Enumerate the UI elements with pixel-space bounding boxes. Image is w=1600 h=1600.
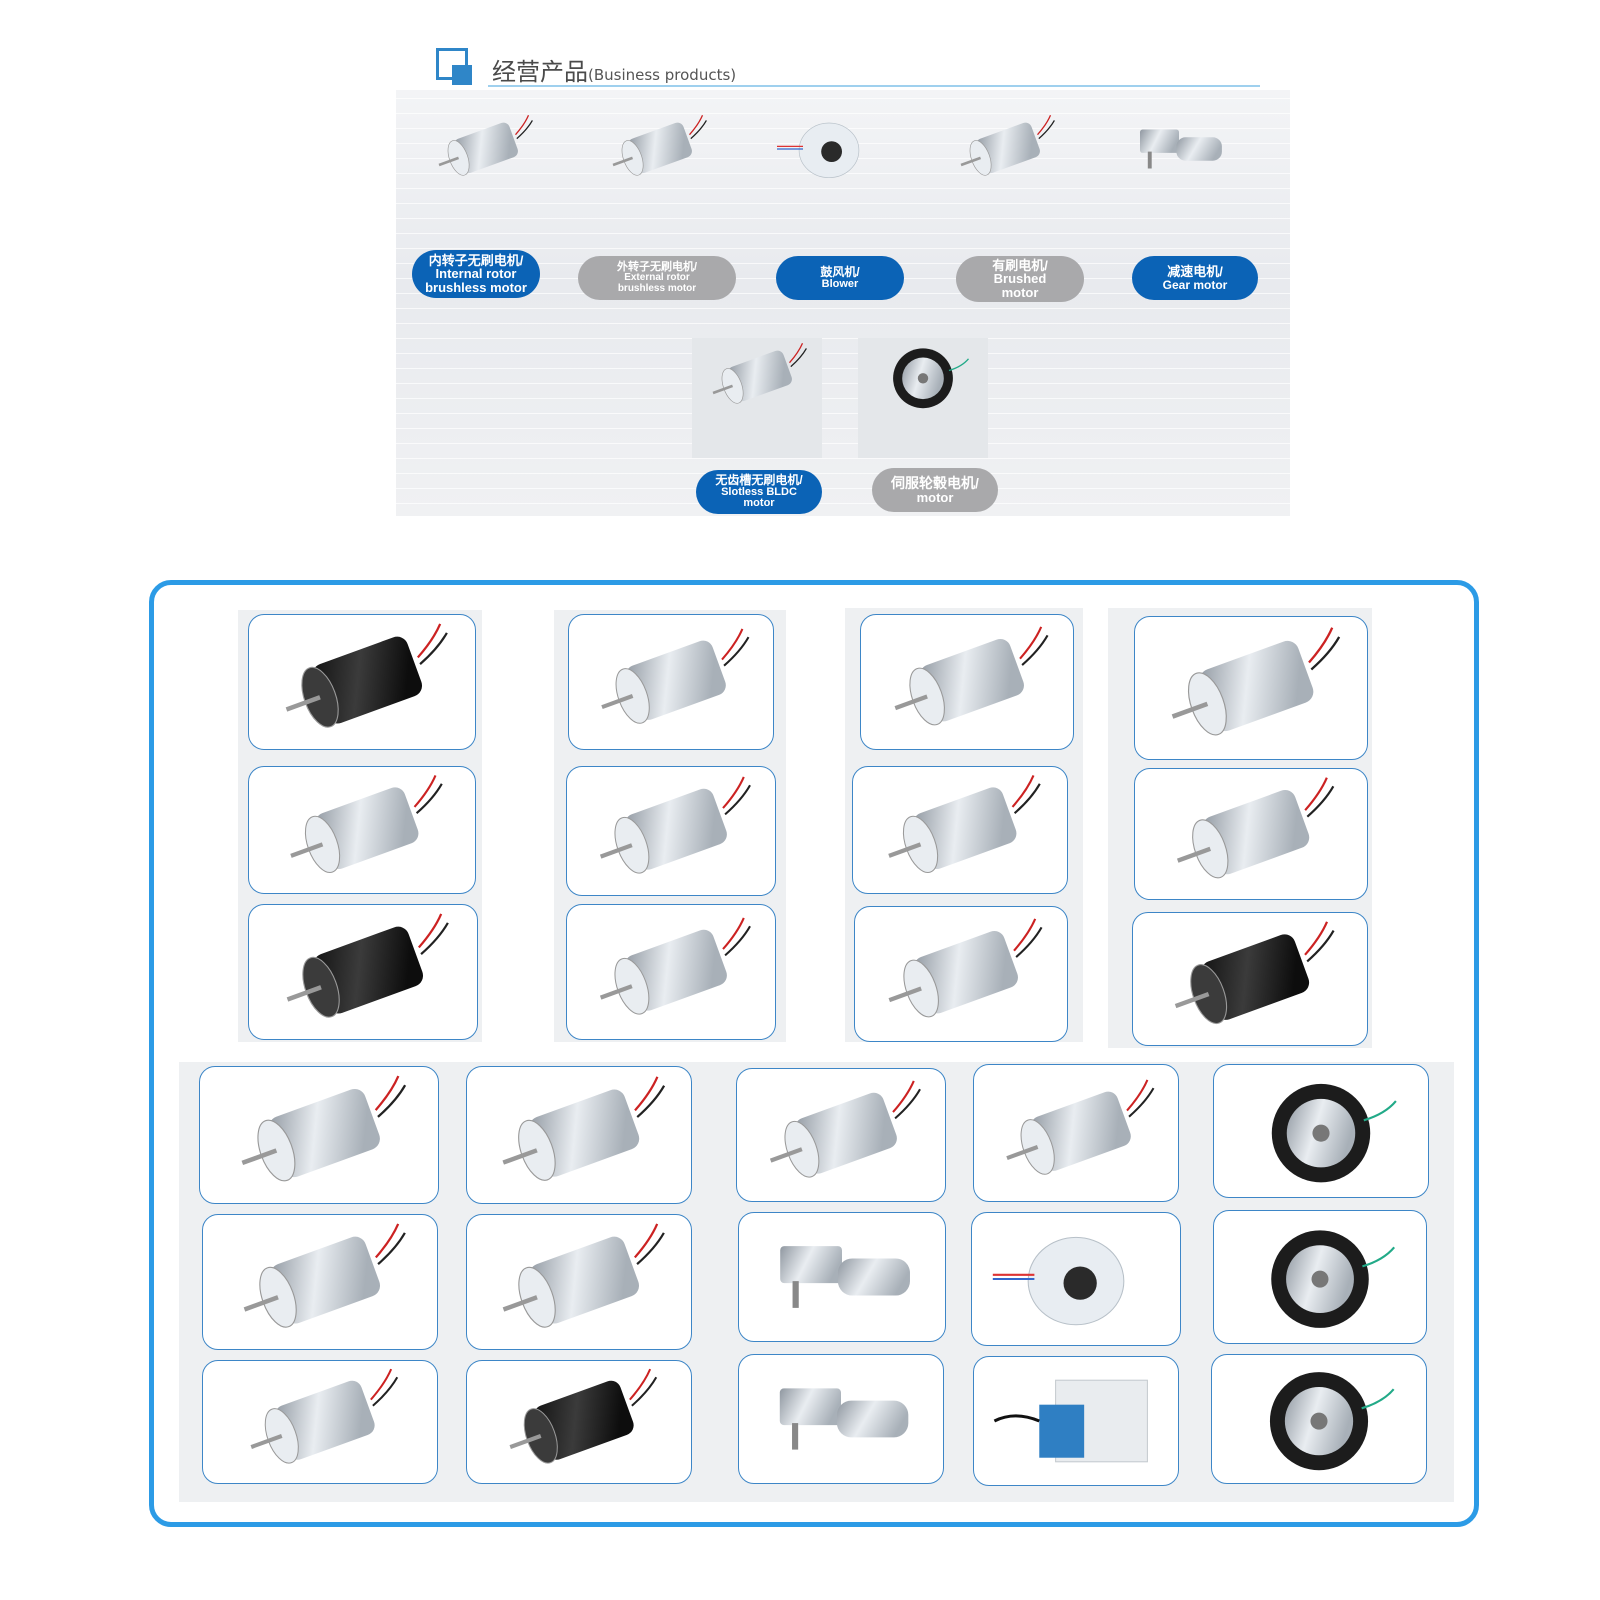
- motor-photo-icon: [1006, 1079, 1155, 1175]
- motor-photo-icon: [285, 623, 448, 728]
- gallery-product-card-10[interactable]: [1134, 616, 1368, 760]
- gallery-product-card-26[interactable]: [973, 1356, 1179, 1486]
- product-label-line: Blower: [821, 277, 859, 290]
- gallery-product-card-7[interactable]: [860, 614, 1074, 750]
- outer-rotor-motor-icon: [612, 114, 707, 176]
- product-label-line: motor: [743, 497, 775, 510]
- motor-photo-icon: [601, 628, 750, 724]
- gallery-product-card-9[interactable]: [854, 906, 1068, 1042]
- gallery-product-card-21[interactable]: [971, 1212, 1181, 1346]
- hub-motor-icon: [893, 348, 969, 409]
- gallery-product-card-25[interactable]: [738, 1354, 944, 1484]
- slotless-motor-icon: [712, 342, 807, 404]
- product-label-line: brushless motor: [425, 279, 527, 295]
- product-label-line: 外转子无刷电机/: [616, 260, 698, 273]
- gallery-product-card-2[interactable]: [248, 766, 476, 894]
- product-label-line: Brushed: [993, 271, 1047, 287]
- product-label-button-3[interactable]: 鼓风机/Blower: [776, 256, 904, 300]
- motor-photo-icon: [502, 1076, 666, 1181]
- motor-photo-icon: [243, 1223, 406, 1328]
- gallery-product-card-8[interactable]: [852, 766, 1068, 894]
- motor-photo-icon: [1171, 627, 1341, 736]
- motor-photo-icon: [599, 917, 751, 1015]
- motor-photo-icon: [1269, 1372, 1395, 1471]
- gallery-product-card-4[interactable]: [568, 614, 774, 750]
- product-label-line: brushless motor: [617, 282, 697, 294]
- motor-photo-icon: [769, 1080, 921, 1178]
- motor-photo-icon: [1271, 1230, 1396, 1328]
- product-label-button-5[interactable]: 减速电机/Gear motor: [1132, 256, 1258, 300]
- section-title-en: (Business products): [588, 66, 737, 84]
- gallery-product-card-22[interactable]: [1213, 1210, 1427, 1344]
- product-label-line: Gear motor: [1162, 277, 1228, 292]
- product-label-line: 减速电机/: [1167, 263, 1223, 279]
- gallery-product-card-3[interactable]: [248, 904, 478, 1040]
- gallery-product-card-27[interactable]: [1211, 1354, 1427, 1484]
- motor-photo-icon: [894, 626, 1049, 726]
- product-label-line: 伺服轮毂电机/: [891, 474, 979, 491]
- motor-photo-icon: [1271, 1083, 1397, 1183]
- gallery-product-card-11[interactable]: [1134, 768, 1368, 900]
- gallery-product-card-1[interactable]: [248, 614, 476, 750]
- gallery-product-card-20[interactable]: [738, 1212, 946, 1342]
- motor-photo-icon: [888, 774, 1041, 873]
- motor-photo-icon: [1176, 777, 1335, 879]
- product-label-line: 内转子无刷电机/: [428, 252, 524, 268]
- product-label-line: motor: [916, 489, 954, 505]
- gear-motor-icon: [1140, 129, 1222, 169]
- gallery-product-card-17[interactable]: [1213, 1064, 1429, 1198]
- gallery-product-card-5[interactable]: [566, 766, 776, 896]
- title-underline: [488, 85, 1260, 87]
- motor-photo-icon: [250, 1368, 399, 1464]
- section-title: 经营产品(Business products): [492, 52, 736, 87]
- gallery-product-card-12[interactable]: [1132, 912, 1368, 1046]
- motor-photo-icon: [779, 1388, 909, 1450]
- product-label-button-7[interactable]: 伺服轮毂电机/motor: [872, 468, 998, 512]
- motor-photo-icon: [599, 776, 751, 874]
- product-label-line: Internal rotor: [435, 266, 517, 282]
- inner-rotor-motor-icon: [438, 114, 533, 176]
- product-label-line: 有刷电机/: [992, 257, 1048, 273]
- motor-photo-icon: [780, 1246, 910, 1308]
- motor-photo-icon: [241, 1075, 407, 1182]
- brushed-motor-icon: [960, 114, 1055, 176]
- motor-photo-icon: [1174, 921, 1335, 1025]
- gallery-product-card-16[interactable]: [973, 1064, 1179, 1202]
- gallery-product-card-18[interactable]: [202, 1214, 438, 1350]
- gallery-product-card-23[interactable]: [202, 1360, 438, 1484]
- gallery-product-card-13[interactable]: [199, 1066, 439, 1204]
- motor-photo-icon: [502, 1223, 665, 1328]
- gallery-product-card-19[interactable]: [466, 1214, 692, 1350]
- gallery-product-card-6[interactable]: [566, 904, 776, 1040]
- product-label-line: Slotless BLDC: [721, 485, 797, 498]
- gallery-product-card-15[interactable]: [736, 1068, 946, 1202]
- section-title-cn: 经营产品: [492, 58, 588, 86]
- motor-photo-icon: [993, 1379, 1148, 1463]
- gallery-product-card-14[interactable]: [466, 1066, 692, 1204]
- motor-photo-icon: [290, 774, 443, 873]
- motor-photo-icon: [286, 913, 449, 1018]
- product-label-line: 鼓风机/: [820, 264, 860, 279]
- gallery-product-card-24[interactable]: [466, 1360, 692, 1484]
- blower-icon: [777, 122, 860, 178]
- product-label-line: External rotor: [624, 272, 690, 284]
- motor-photo-icon: [888, 918, 1043, 1018]
- section-icon: [436, 48, 476, 88]
- motor-photo-icon: [992, 1236, 1125, 1326]
- product-label-line: motor: [1001, 284, 1039, 300]
- product-label-line: 无齿槽无刷电机/: [715, 473, 803, 488]
- motor-photo-icon: [509, 1368, 658, 1464]
